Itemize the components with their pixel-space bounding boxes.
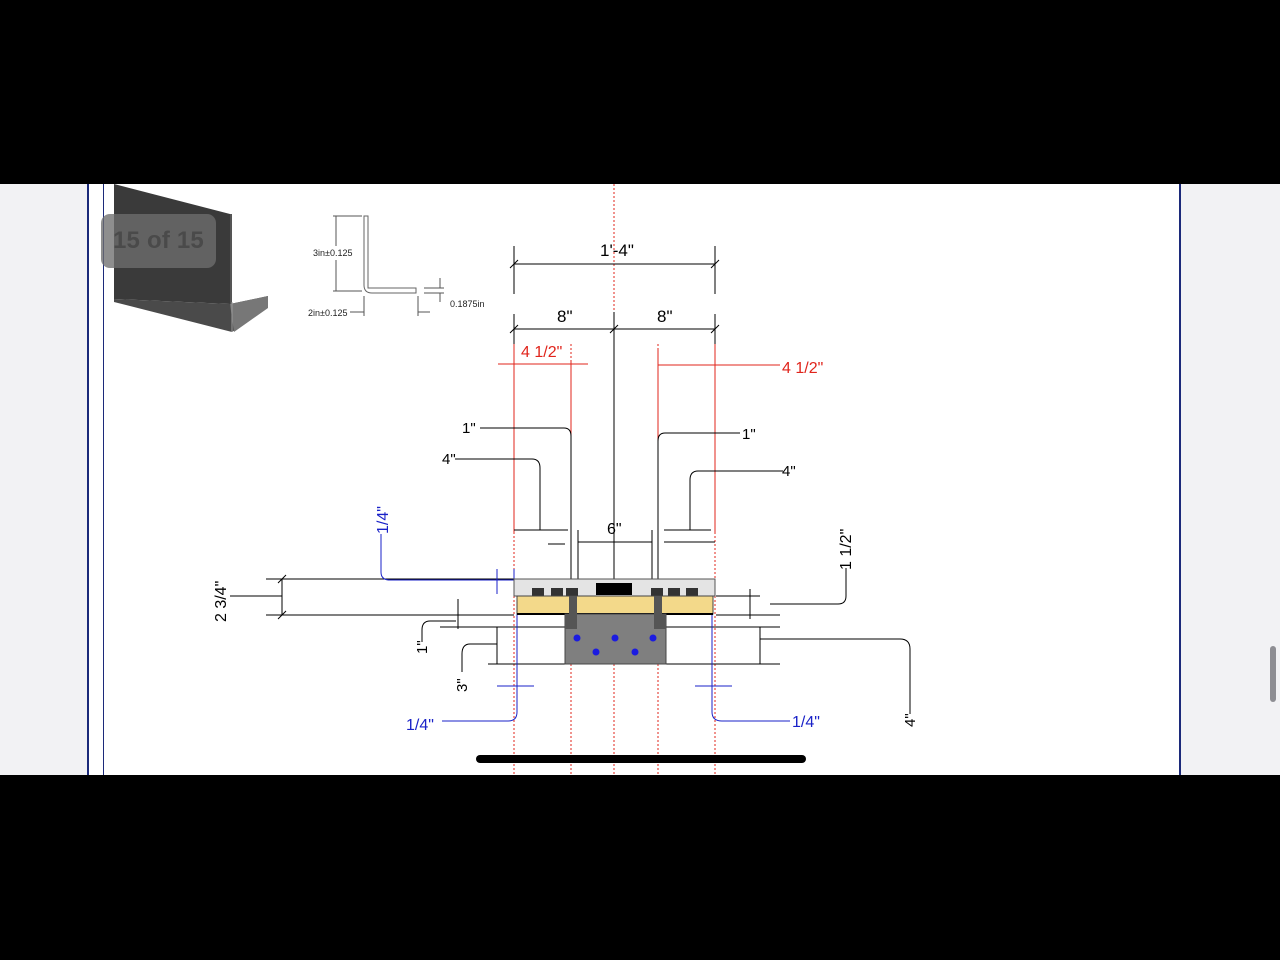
dim-overall-label: 1'-4" [600, 241, 634, 260]
dim-six-inch-label: 6" [607, 521, 622, 538]
dim-one-inch-vertical-label: 1" [414, 640, 431, 654]
angle-leg-height-label: 3in±0.125 [313, 248, 352, 258]
dim-four-inch-left-label: 4" [442, 451, 456, 468]
dim-one-inch-left-label: 1" [462, 420, 476, 437]
dim-half-right-label: 8" [657, 307, 673, 326]
document-viewer[interactable]: 3in±0.125 2in±0.125 0.1875in [0, 184, 1280, 775]
angle-leg-width-label: 2in±0.125 [308, 308, 347, 318]
page-counter-badge: 15 of 15 [101, 214, 216, 268]
dim-one-half-label: 1 1/2" [838, 529, 855, 570]
section-drawing: 3in±0.125 2in±0.125 0.1875in [114, 184, 919, 775]
dim-quarter-bottom-left-label: 1/4" [406, 717, 434, 734]
dim-quarter-top-label: 1/4" [375, 506, 392, 534]
home-indicator[interactable] [476, 755, 806, 763]
dim-red-left-label: 4 1/2" [521, 344, 562, 361]
page-frame [103, 184, 1168, 775]
angle-spec-sketch [333, 215, 444, 316]
vertical-scrollbar-thumb[interactable] [1270, 646, 1276, 702]
dim-two-three-quarter-label: 2 3/4" [213, 581, 230, 622]
beam-section [513, 578, 716, 665]
dim-four-inch-right-label: 4" [782, 463, 796, 480]
dim-four-inch-vertical-label: 4" [902, 713, 919, 727]
dim-one-inch-right-label: 1" [742, 426, 756, 443]
dim-quarter-bottom-right-label: 1/4" [792, 714, 820, 731]
blue-dimension-lines [380, 534, 790, 722]
dim-red-right-label: 4 1/2" [782, 360, 823, 377]
dim-three-inch-label: 3" [454, 678, 471, 692]
drawing-page [87, 184, 1181, 775]
black-dimension-lines [230, 246, 911, 714]
angle-thickness-label: 0.1875in [450, 299, 485, 309]
dim-half-left-label: 8" [557, 307, 573, 326]
rebar-dots [573, 634, 657, 656]
